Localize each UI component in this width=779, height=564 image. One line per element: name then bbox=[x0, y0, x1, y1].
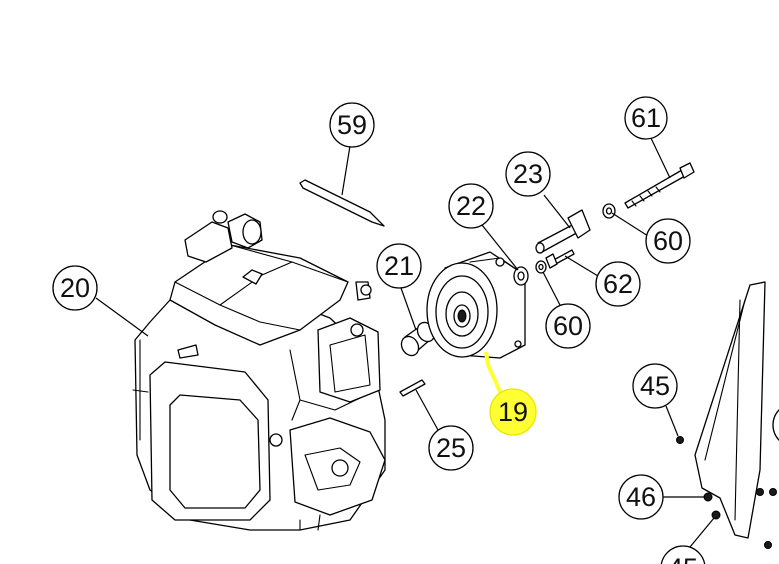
leader-25 bbox=[415, 389, 439, 431]
part-20-engine bbox=[132, 210, 386, 531]
leader-19 bbox=[484, 351, 504, 397]
callout-25-label: 25 bbox=[436, 433, 466, 463]
callout-60-upper: 60 bbox=[645, 218, 691, 264]
callout-25: 25 bbox=[428, 425, 474, 471]
callout-19: 19 bbox=[489, 388, 537, 436]
callout-22-label: 22 bbox=[456, 191, 486, 221]
callout-60-upper-label: 60 bbox=[653, 226, 683, 256]
part-23-pin bbox=[535, 209, 591, 254]
leader-60a bbox=[611, 212, 649, 237]
callout-46: 46 bbox=[618, 474, 664, 520]
callout-21-label: 21 bbox=[384, 251, 414, 281]
leader-22 bbox=[481, 224, 519, 271]
callout-45-upper-label: 45 bbox=[640, 371, 670, 401]
callout-20: 20 bbox=[52, 265, 98, 311]
callout-45-lower: 45 bbox=[660, 545, 706, 564]
callout-60-lower: 60 bbox=[545, 303, 591, 349]
part-59-strip bbox=[299, 179, 385, 227]
callout-23-label: 23 bbox=[513, 159, 543, 189]
leader-20 bbox=[95, 297, 149, 337]
callout-59-label: 59 bbox=[337, 110, 367, 140]
leader-45b bbox=[689, 517, 715, 548]
callout-23: 23 bbox=[505, 151, 551, 197]
callout-60-lower-label: 60 bbox=[553, 311, 583, 341]
callout-21: 21 bbox=[376, 243, 422, 289]
callout-61: 61 bbox=[624, 96, 668, 140]
leader-61 bbox=[649, 135, 671, 179]
leader-45a bbox=[665, 405, 679, 437]
part-22-bearing bbox=[513, 266, 529, 286]
callout-45-upper: 45 bbox=[632, 363, 678, 409]
part-60-washer-lower bbox=[535, 260, 547, 274]
side-plate bbox=[676, 281, 777, 549]
callout-45-lower-label: 45 bbox=[668, 553, 698, 564]
part-61-bolt bbox=[624, 162, 695, 209]
part-21-spacer bbox=[400, 321, 436, 357]
part-19-clutch bbox=[426, 251, 526, 359]
callout-20-label: 20 bbox=[60, 273, 90, 303]
callout-offscreen-circle bbox=[772, 408, 779, 442]
leader-59 bbox=[341, 145, 351, 196]
part-62-bolt bbox=[545, 249, 575, 269]
leader-62 bbox=[564, 255, 599, 277]
callout-62-label: 62 bbox=[603, 269, 633, 299]
callout-61-label: 61 bbox=[631, 103, 661, 133]
callout-22: 22 bbox=[448, 183, 494, 229]
part-60-washer-upper bbox=[602, 203, 616, 219]
leader-21 bbox=[400, 287, 417, 331]
callout-62: 62 bbox=[595, 261, 641, 307]
leader-lines bbox=[95, 135, 705, 498]
leader-23 bbox=[543, 194, 571, 229]
leader-60b bbox=[542, 271, 561, 306]
callout-19-label: 19 bbox=[498, 397, 528, 427]
callout-46-label: 46 bbox=[626, 482, 656, 512]
part-25-key bbox=[399, 379, 426, 397]
callout-59: 59 bbox=[329, 102, 375, 148]
